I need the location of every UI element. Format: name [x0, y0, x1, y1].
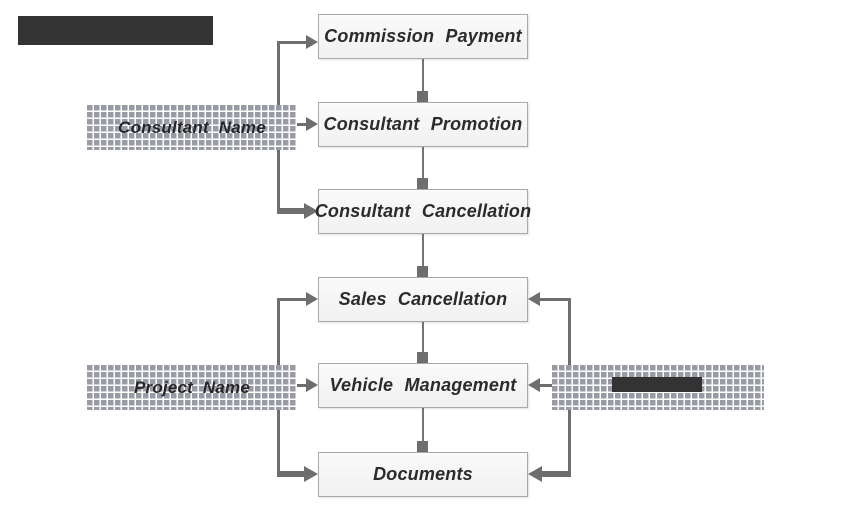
arrowhead-left-icon — [528, 292, 540, 306]
connector-line — [297, 123, 307, 126]
side-label-redacted — [552, 365, 764, 410]
arrowhead-right-icon — [306, 117, 318, 131]
node-consultant-cancellation: Consultant Cancellation — [315, 189, 531, 234]
connector-line — [277, 41, 307, 44]
connector-line — [297, 384, 307, 387]
connector-square-end — [417, 178, 428, 189]
connector-line — [422, 408, 424, 442]
connector-line — [422, 147, 424, 179]
node-label: Sales Cancellation — [338, 289, 508, 309]
node-commission-payment: Commission Payment — [318, 14, 528, 59]
connector-square-end — [417, 441, 428, 452]
redacted-title-bar — [18, 16, 213, 45]
arrowhead-left-icon — [528, 466, 542, 482]
node-label: Vehicle Management — [329, 375, 517, 395]
connector-line — [277, 298, 307, 301]
node-consultant-promotion: Consultant Promotion — [318, 102, 528, 147]
connector-line — [422, 234, 424, 267]
arrowhead-left-icon — [528, 378, 540, 392]
side-label-text: Project Name — [133, 377, 251, 397]
node-sales-cancellation: Sales Cancellation — [318, 277, 528, 322]
side-label-consultant-name: Consultant Name — [87, 105, 297, 150]
connector-line-thick — [542, 471, 571, 477]
arrowhead-right-icon — [304, 466, 318, 482]
arrowhead-right-icon — [306, 292, 318, 306]
connector-line — [422, 322, 424, 353]
connector-line-thick — [277, 471, 305, 477]
connector-line — [422, 59, 424, 92]
connector-line — [540, 384, 552, 387]
side-label-text: Consultant Name — [118, 117, 266, 137]
connector-line — [540, 298, 571, 301]
node-label: Documents — [373, 464, 473, 484]
node-label: Consultant Promotion — [323, 114, 523, 134]
connector-line-thick — [277, 208, 305, 214]
side-label-project-name: Project Name — [87, 365, 297, 410]
node-vehicle-management: Vehicle Management — [318, 363, 528, 408]
arrowhead-right-icon — [306, 378, 318, 392]
node-label: Commission Payment — [324, 26, 522, 46]
node-label: Consultant Cancellation — [314, 201, 532, 221]
node-documents: Documents — [318, 452, 528, 497]
connector-square-end — [417, 266, 428, 277]
connector-square-end — [417, 91, 428, 102]
arrowhead-right-icon — [304, 203, 318, 219]
redacted-label-bar — [612, 377, 702, 392]
connector-square-end — [417, 352, 428, 363]
arrowhead-right-icon — [306, 35, 318, 49]
